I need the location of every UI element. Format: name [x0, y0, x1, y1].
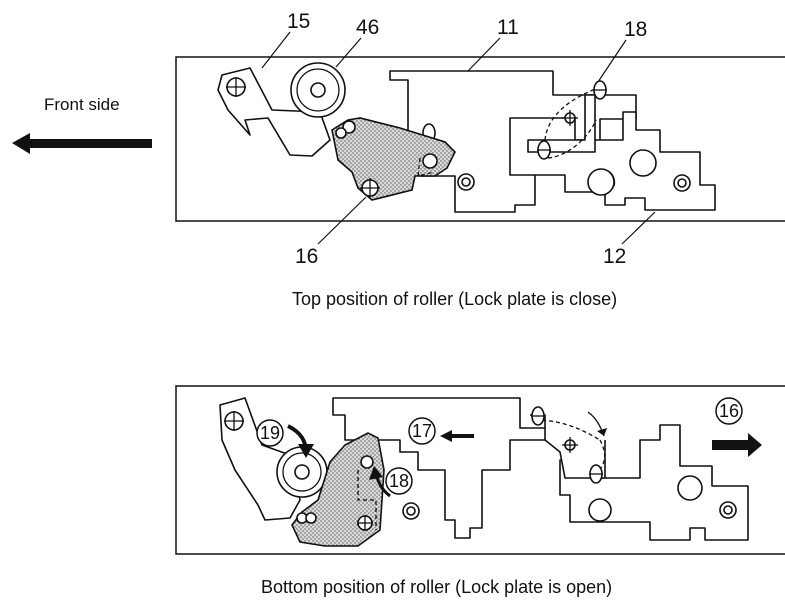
callout-16: 16: [295, 245, 318, 268]
callout-46: 46: [356, 16, 379, 39]
front-side-label: Front side: [44, 95, 120, 114]
slide-arrow-17-icon: [440, 430, 474, 442]
bottom-caption: Bottom position of roller (Lock plate is…: [261, 577, 612, 597]
slide-arrow-16-icon: [712, 433, 762, 457]
circled-label-16: 16: [719, 401, 739, 421]
bottom-figure: 19 17 18 16 Bottom position of roller (L…: [175, 385, 785, 597]
callout-18: 18: [624, 18, 647, 41]
circled-label-19: 19: [260, 423, 280, 443]
front-arrow-icon: [12, 133, 152, 154]
link-18: [527, 80, 607, 160]
front-side-indicator: Front side: [12, 95, 152, 154]
hole-12a: [629, 149, 657, 177]
circled-label-18: 18: [389, 471, 409, 491]
top-caption: Top position of roller (Lock plate is cl…: [292, 289, 617, 309]
top-figure: 15 46 11 18 16 12 Top position of roller…: [175, 10, 785, 309]
circled-label-16-ring: [715, 397, 743, 425]
callout-11: 11: [497, 16, 519, 39]
link-bottom: [530, 406, 607, 484]
hole-bottom-a: [677, 475, 703, 501]
circled-label-19-ring: [256, 419, 284, 447]
circled-label-18-ring: [385, 467, 413, 495]
callout-12: 12: [603, 245, 626, 268]
callout-15: 15: [287, 10, 310, 33]
lock-plate-16: [331, 117, 456, 201]
circled-label-17: 17: [412, 421, 432, 441]
lever-15: [217, 67, 331, 157]
circled-label-17-ring: [408, 417, 436, 445]
roller-pin-bottom: [588, 498, 612, 522]
